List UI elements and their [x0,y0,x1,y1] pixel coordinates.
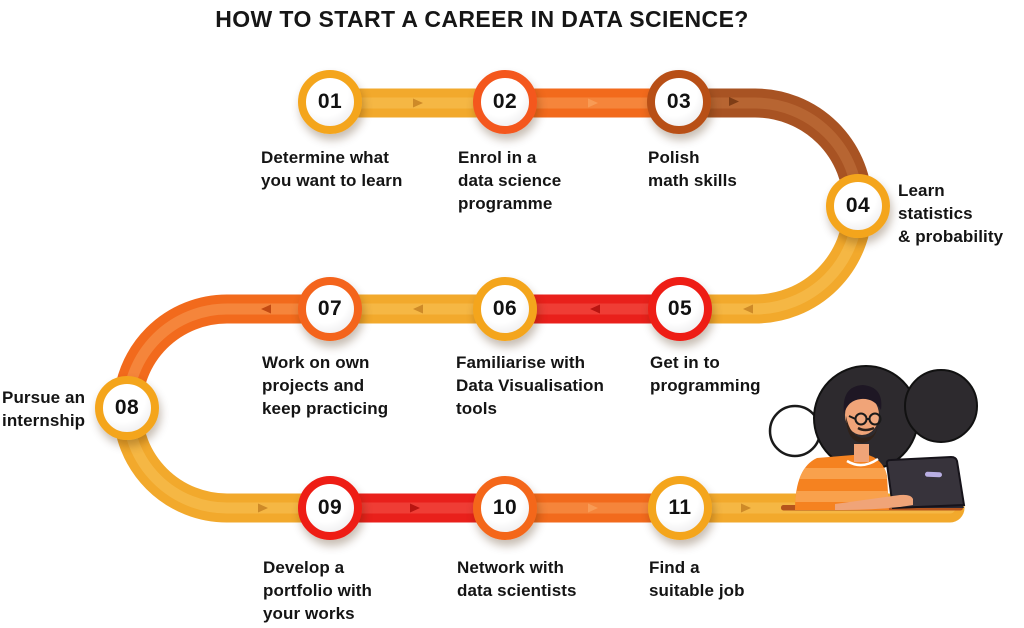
step-label-01: Determine what you want to learn [261,148,403,190]
arrow-left-icon [590,304,600,314]
step-circle-06: 06 [473,277,537,341]
step-number-11: 11 [668,496,692,519]
person-mustache [857,426,875,432]
step-label-07: Work on own projects and keep practicing [262,353,389,418]
arrow-right-icon [729,97,739,106]
step-number-07: 07 [317,297,343,320]
arrow-left-icon [261,304,271,314]
step-number-09: 09 [317,496,343,519]
arrow-right-icon [588,503,598,513]
arrow-right-icon [588,98,598,108]
glasses-icon [848,412,882,426]
person-forearm [835,494,913,510]
step-circle-08: 08 [95,376,159,440]
step-circle-07: 07 [298,277,362,341]
shirt-stripe [795,468,889,479]
step-label-11: Find a suitable job [649,558,745,600]
shirt-stripe [795,491,889,502]
step-number-08: 08 [114,396,140,419]
arrow-right-icon [741,503,751,513]
step-label-02: Enrol in a data science programme [458,148,562,213]
arrow-right-icon [258,503,268,513]
step-circle-09: 09 [298,476,362,540]
background-blob-small [904,369,978,443]
step-label-06: Familiarise with Data Visualisation tool… [456,353,604,418]
arrow-right-icon [413,98,423,108]
step-circle-05: 05 [648,277,712,341]
step-number-06: 06 [492,297,518,320]
arrow-left-icon [413,304,423,314]
step-circle-10: 10 [473,476,537,540]
person-hair [843,385,882,414]
step-circle-04: 04 [826,174,890,238]
step-number-01: 01 [317,90,343,113]
step-label-04: Learn statistics & probability [898,181,1004,246]
person-beard [846,414,879,443]
person-neck [854,444,869,462]
step-circle-03: 03 [647,70,711,134]
background-ring [768,404,822,458]
step-circle-11: 11 [648,476,712,540]
path-segment-08-09 [113,408,330,523]
person-collar [846,457,879,467]
step-number-05: 05 [667,297,693,320]
step-circle-01: 01 [298,70,362,134]
arrow-left-icon [743,304,753,314]
page-title: HOW TO START A CAREER IN DATA SCIENCE? [215,6,749,32]
step-label-09: Develop a portfolio with your works [263,558,373,623]
laptop-logo-bar [924,471,942,478]
step-label-05: Get in to programming [650,353,761,395]
person-head [845,395,879,435]
step-label-03: Polish math skills [648,148,737,190]
person-illustration [768,365,978,511]
step-label-08: Pursue an internship [2,388,86,430]
step-number-03: 03 [666,90,692,113]
step-label-10: Network with data scientists [457,558,577,600]
step-number-02: 02 [492,90,518,113]
arrow-right-icon [410,503,420,513]
step-number-04: 04 [845,194,871,217]
step-circle-02: 02 [473,70,537,134]
step-number-10: 10 [492,496,518,519]
